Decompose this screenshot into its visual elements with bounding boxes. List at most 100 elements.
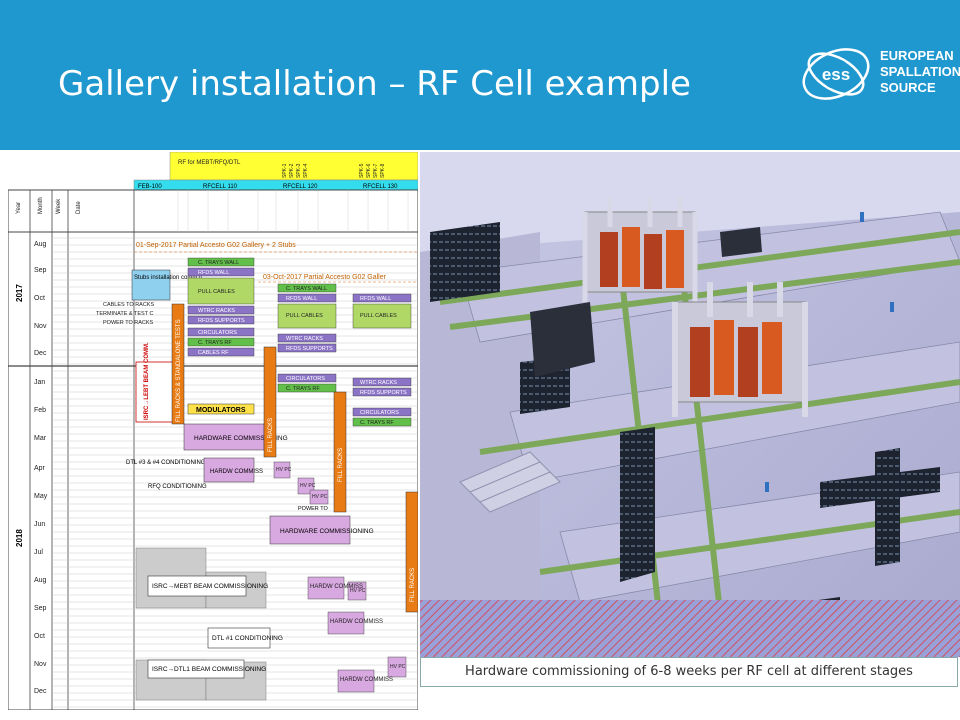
svg-text:CIRCULATORS: CIRCULATORS bbox=[198, 330, 237, 336]
month-2018-jan: Jan bbox=[34, 379, 45, 386]
task-dtl-1: DTL #1 CONDITIONING bbox=[212, 635, 283, 642]
logo-line-2: SPALLATION bbox=[880, 64, 960, 79]
svg-text:HARDW COMMISS: HARDW COMMISS bbox=[340, 677, 393, 683]
svg-text:PULL CABLES: PULL CABLES bbox=[360, 313, 397, 319]
month-2017-nov: Nov bbox=[34, 323, 47, 330]
note-power-racks: POWER TO RACKS bbox=[103, 320, 154, 326]
svg-text:WTRC RACKS: WTRC RACKS bbox=[198, 308, 235, 314]
rf-station-1 bbox=[582, 197, 698, 302]
svg-text:SPK-1: SPK-1 bbox=[282, 163, 288, 178]
svg-text:SPK-6: SPK-6 bbox=[366, 163, 372, 178]
svg-text:RFDS SUPPORTS: RFDS SUPPORTS bbox=[286, 346, 333, 352]
col-month: Month bbox=[38, 197, 44, 214]
svg-text:HV PC: HV PC bbox=[390, 664, 406, 670]
month-2018-may: May bbox=[34, 493, 48, 500]
col-group-feb: FEB-100 bbox=[138, 184, 162, 190]
month-2018-oct: Oct bbox=[34, 633, 45, 640]
slide-title: Gallery installation – RF Cell example bbox=[58, 64, 691, 104]
sched-top-header: RF for MEBT/RFQ/DTL bbox=[178, 160, 241, 166]
col-group-rfcell130: RFCELL 130 bbox=[363, 184, 398, 190]
month-2018-sep: Sep bbox=[34, 605, 47, 612]
rfcell-130-tasks: RFDS WALL PULL CABLES WTRC RACKS RFDS SU… bbox=[352, 293, 412, 427]
svg-text:HARDW COMMISS: HARDW COMMISS bbox=[330, 619, 383, 625]
svg-text:CIRCULATORS: CIRCULATORS bbox=[360, 410, 399, 416]
svg-text:WTRC RACKS: WTRC RACKS bbox=[286, 336, 323, 342]
schedule-gantt: RF for MEBT/RFQ/DTL SPK-1 SPK-2 SPK-3 SP… bbox=[8, 152, 418, 710]
render-image bbox=[420, 152, 960, 657]
rfcell-120-tasks: C. TRAYS WALL RFDS WALL PULL CABLES WTRC… bbox=[277, 283, 337, 393]
logo-line-3: SOURCE bbox=[880, 80, 936, 95]
svg-text:C. TRAYS RF: C. TRAYS RF bbox=[286, 386, 320, 392]
month-2018-dec: Dec bbox=[34, 688, 47, 695]
year-2017: 2017 bbox=[15, 284, 24, 302]
svg-text:SPK-5: SPK-5 bbox=[359, 163, 365, 178]
note-rfq-cond: RFQ CONDITIONING bbox=[148, 484, 207, 490]
task-fill-racks-standalone: FILL RACKS & STANDALONE TESTS bbox=[176, 319, 182, 422]
spk-group-1: SPK-1 SPK-2 SPK-3 SPK-4 bbox=[282, 163, 309, 178]
svg-text:RFDS WALL: RFDS WALL bbox=[286, 296, 317, 302]
svg-text:RFDS SUPPORTS: RFDS SUPPORTS bbox=[360, 390, 407, 396]
rf-cell-render: Hardware commissioning of 6-8 weeks per … bbox=[420, 152, 960, 710]
task-isrc-mebt: ISRC→MEBT BEAM COMMISSIONING bbox=[152, 583, 268, 590]
svg-text:CIRCULATORS: CIRCULATORS bbox=[286, 376, 325, 382]
svg-text:RFDS SUPPORTS: RFDS SUPPORTS bbox=[198, 318, 245, 324]
svg-text:C. TRAYS WALL: C. TRAYS WALL bbox=[198, 260, 239, 266]
month-2018-nov: Nov bbox=[34, 661, 47, 668]
svg-text:PULL CABLES: PULL CABLES bbox=[286, 313, 323, 319]
note-terminate: TERMINATE & TEST C bbox=[96, 311, 153, 317]
schedule-svg: RF for MEBT/RFQ/DTL SPK-1 SPK-2 SPK-3 SP… bbox=[8, 152, 418, 710]
month-2017-oct: Oct bbox=[34, 295, 45, 302]
blue-markers bbox=[765, 212, 894, 492]
col-week: Week bbox=[56, 198, 62, 214]
svg-text:RFDS WALL: RFDS WALL bbox=[360, 296, 391, 302]
month-2018-jul: Jul bbox=[34, 549, 43, 556]
svg-text:HV PC: HV PC bbox=[350, 588, 366, 594]
svg-text:SPK-3: SPK-3 bbox=[296, 163, 302, 178]
svg-text:SPK-7: SPK-7 bbox=[373, 163, 379, 178]
milestone-2: 03-Oct-2017 Partial Accesto G02 Galler bbox=[263, 274, 387, 281]
month-2018-apr: Apr bbox=[34, 465, 46, 472]
note-power-to: POWER TO bbox=[298, 506, 328, 512]
task-hw-comm-120: HARDWARE COMMISSIONING bbox=[280, 528, 374, 535]
svg-text:SPK-4: SPK-4 bbox=[303, 163, 309, 178]
logo-wordmark: EUROPEAN SPALLATION SOURCE bbox=[880, 48, 960, 96]
month-2018-jun: Jun bbox=[34, 521, 45, 528]
slide-header: Gallery installation – RF Cell example e… bbox=[0, 0, 960, 150]
render-caption: Hardware commissioning of 6-8 weeks per … bbox=[420, 657, 958, 687]
col-group-rfcell110: RFCELL 110 bbox=[203, 184, 238, 190]
task-modulators: MODULATORS bbox=[196, 407, 246, 414]
task-isrc-dtl1: ISRC→DTL1 BEAM COMMISSIONING bbox=[152, 666, 266, 673]
month-2018-feb: Feb bbox=[34, 407, 46, 414]
note-cables-racks: CABLES TO RACKS bbox=[103, 302, 154, 308]
task-stubs: Stubs installation comm'n bbox=[134, 275, 202, 281]
svg-text:HV PC: HV PC bbox=[276, 467, 292, 473]
svg-text:SPK-8: SPK-8 bbox=[380, 163, 386, 178]
month-2017-aug: Aug bbox=[34, 241, 47, 248]
col-date: Date bbox=[76, 201, 82, 214]
col-year: Year bbox=[16, 202, 22, 214]
task-hw-comm-110: HARDWARE COMMISSIONING bbox=[194, 435, 288, 442]
svg-text:WTRC RACKS: WTRC RACKS bbox=[360, 380, 397, 386]
month-2018-aug: Aug bbox=[34, 577, 47, 584]
month-2017-sep: Sep bbox=[34, 267, 47, 274]
hatched-band bbox=[420, 600, 960, 657]
hw-comm-short-boxes: HARDW COMMISS HARDW COMMISS HARDW COMMIS… bbox=[307, 576, 393, 693]
task-isrc-lebt: ISRC→LEBT BEAM COMM. bbox=[144, 342, 150, 420]
note-dtl-34: DTL #3 & #4 CONDITIONING bbox=[126, 460, 206, 466]
month-2018-mar: Mar bbox=[34, 435, 47, 442]
ess-logo-icon: ess bbox=[802, 48, 870, 100]
hv-pc-blocks: HV PC HV PC HV PC HV PC HV PC bbox=[273, 461, 407, 678]
svg-text:C. TRAYS RF: C. TRAYS RF bbox=[198, 340, 232, 346]
svg-text:C. TRAYS RF: C. TRAYS RF bbox=[360, 420, 394, 426]
task-fill-racks-far: FILL RACKS bbox=[410, 568, 416, 602]
svg-text:SPK-2: SPK-2 bbox=[289, 163, 295, 178]
logo-line-1: EUROPEAN bbox=[880, 48, 954, 63]
task-hw-comm-short-1: HARDW COMMISS bbox=[210, 469, 263, 475]
rfcell-110-tasks: C. TRAYS WALL RFDS WALL PULL CABLES WTRC… bbox=[187, 257, 255, 357]
year-2018: 2018 bbox=[15, 529, 24, 547]
svg-text:HARDW COMMISS: HARDW COMMISS bbox=[310, 584, 363, 590]
svg-text:C. TRAYS WALL: C. TRAYS WALL bbox=[286, 286, 327, 292]
task-fill-racks-120: FILL RACKS bbox=[268, 418, 274, 452]
task-fill-racks-130: FILL RACKS bbox=[338, 448, 344, 482]
svg-text:RFDS WALL: RFDS WALL bbox=[198, 270, 229, 276]
